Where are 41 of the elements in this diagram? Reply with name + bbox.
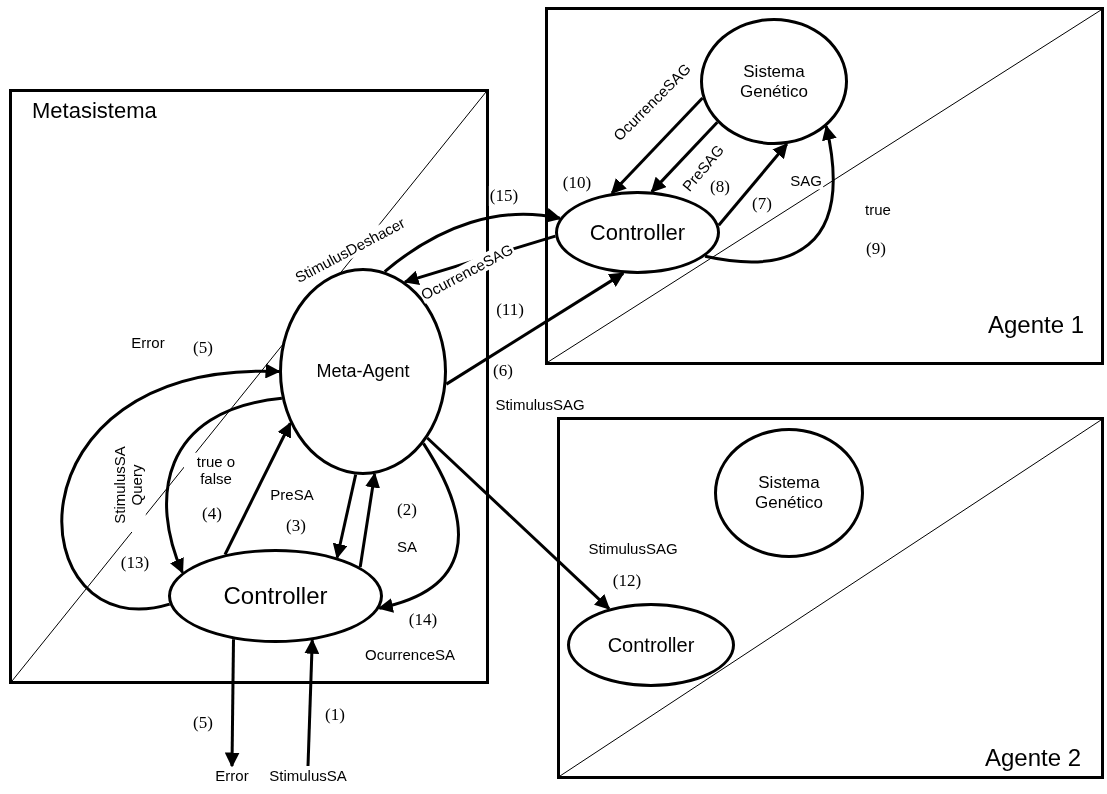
edge-label: (5): [192, 713, 214, 733]
arrow: [377, 442, 460, 613]
arrow: [383, 208, 562, 273]
step-number: (5): [192, 338, 214, 358]
arrow: [426, 436, 611, 610]
frame-title: Agente 1: [988, 311, 1085, 339]
arrow: [165, 396, 283, 574]
arrow: [224, 639, 240, 768]
arrow: [717, 142, 788, 227]
step-number: (13): [119, 553, 151, 573]
step-number: (12): [611, 571, 643, 591]
frame-title: Agente 2: [985, 744, 1082, 772]
step-number: (9): [865, 239, 887, 259]
arrow: [650, 121, 719, 193]
step-number: (6): [492, 361, 514, 381]
node-label: Sistema Genético: [738, 61, 809, 102]
edge-label: (1): [324, 705, 346, 725]
arrow: [610, 96, 704, 195]
arrow: [445, 272, 625, 386]
arrow: [223, 421, 292, 556]
frame-title: Metasistema: [32, 98, 157, 124]
step-number: (2): [396, 500, 418, 520]
node-label: Sistema Genético: [753, 473, 824, 513]
arrow: [61, 364, 281, 611]
node-label: Meta-Agent: [316, 361, 410, 382]
node-label: Controller: [223, 582, 328, 610]
step-number: (10): [561, 173, 593, 193]
arrow: [358, 472, 381, 568]
step-number: (11): [495, 300, 525, 320]
step-number: (4): [201, 504, 223, 524]
endpoint-text: StimulusSA: [269, 767, 347, 785]
arrow: [332, 474, 358, 559]
node-label: Controller: [589, 219, 686, 246]
step-number: (15): [488, 186, 520, 206]
step-number: (14): [407, 610, 439, 630]
endpoint-text: Error: [215, 767, 249, 785]
node-label: Controller: [607, 633, 695, 657]
step-number: (7): [751, 194, 773, 214]
arrow: [704, 124, 837, 264]
arrow: [304, 638, 320, 767]
step-number: (3): [285, 516, 307, 536]
